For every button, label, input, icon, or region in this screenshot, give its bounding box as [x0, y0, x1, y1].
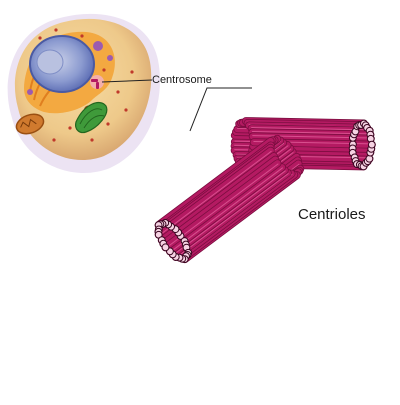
microtubule-end: [161, 243, 170, 252]
microtubule-end: [367, 140, 376, 149]
microtubule-body: [166, 164, 286, 255]
centrioles-label: Centrioles: [298, 206, 366, 223]
golgi-apparatus: [75, 101, 108, 134]
microtubule-body: [155, 147, 274, 238]
zoom-connector: [189, 87, 252, 132]
microtubule-body: [160, 156, 279, 247]
microtubule-body: [169, 167, 288, 258]
microtubule-highlight: [172, 170, 286, 256]
vesicle: [107, 55, 113, 61]
centrosome-pointer: [101, 79, 153, 83]
microtubule-highlight: [251, 127, 371, 131]
centrosome-label: Centrosome: [152, 74, 212, 86]
centrosome-marker: [90, 75, 104, 89]
nucleolus: [36, 49, 64, 75]
microtubule-highlight: [158, 150, 272, 236]
microtubule-highlight: [169, 167, 283, 253]
vesicle: [93, 41, 103, 51]
centriole-barrel-icon: [154, 134, 305, 264]
microtubule-highlight: [165, 163, 279, 249]
microtubule-body: [162, 160, 281, 251]
microtubule-highlight: [175, 173, 289, 259]
animal-cell-icon: [7, 13, 160, 173]
microtubule-end: [365, 154, 374, 163]
vesicle: [27, 89, 33, 95]
